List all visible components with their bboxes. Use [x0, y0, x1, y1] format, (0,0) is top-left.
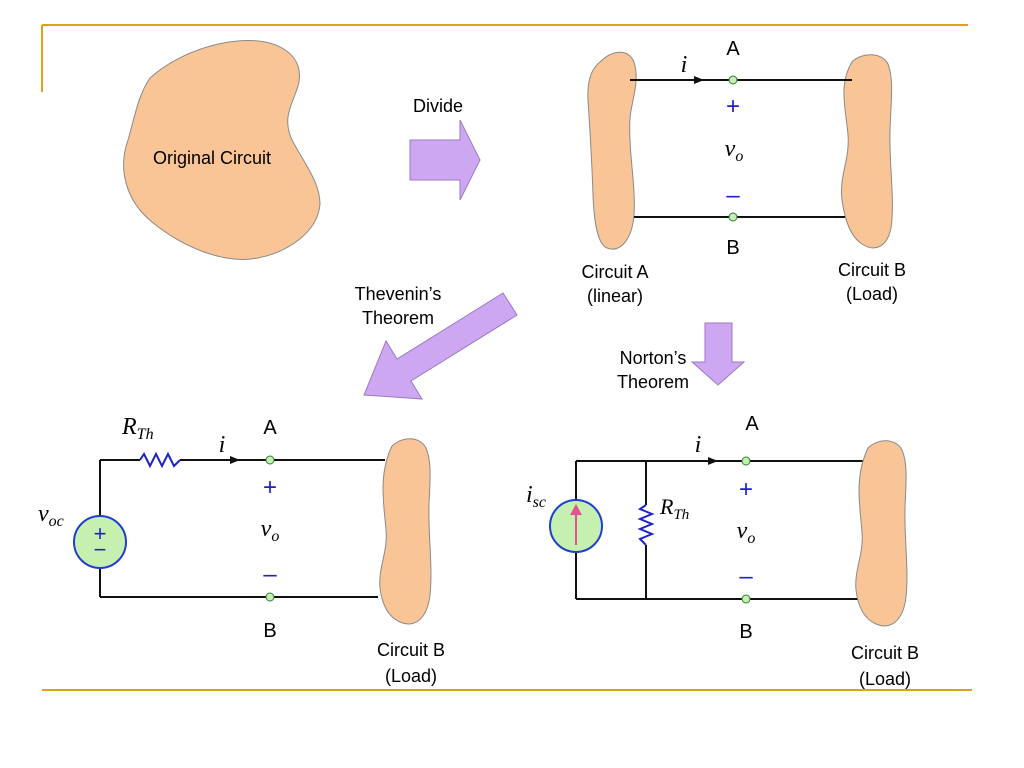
norton-load-label-line2: (Load): [859, 669, 911, 689]
norton-current-label: i: [695, 432, 702, 458]
thevenin-current-label: i: [219, 432, 226, 458]
thevenin-label-line1: Thevenin’s: [355, 284, 442, 304]
circuit-b-label-line1: Circuit B: [838, 260, 906, 280]
block-arrow-icon: [363, 292, 518, 400]
thevenin-circuit: + − RTh voc i A B + – vo Circuit B (Load…: [38, 414, 445, 686]
thevenin-arrow: Thevenin’s Theorem: [355, 284, 518, 400]
thevenin-load-blob: [379, 438, 432, 625]
divided-circuit: i A B + – vo Circuit A (linear) Circuit …: [581, 38, 906, 306]
source-plus-sign: +: [94, 521, 107, 546]
norton-voltage-label: vo: [737, 518, 756, 547]
norton-plus-sign: +: [739, 476, 753, 503]
block-arrow-icon: [409, 119, 481, 201]
current-source-icon: [549, 499, 603, 553]
thevenin-label-line2: Theorem: [362, 308, 434, 328]
source-minus-sign: −: [94, 537, 107, 562]
norton-label-line1: Norton’s: [620, 348, 687, 368]
resistor-icon: [637, 504, 655, 546]
slide-frame: [41, 24, 972, 691]
thevenin-terminal-a: A: [263, 417, 277, 439]
circuit-a-blob: [587, 51, 637, 250]
norton-arrow: Norton’s Theorem: [617, 322, 746, 392]
thevenin-load-label-line1: Circuit B: [377, 640, 445, 660]
circuit-a-label-line1: Circuit A: [581, 262, 648, 282]
thevenin-resistor-label: RTh: [121, 414, 154, 443]
terminal-dot-icon: [728, 212, 738, 222]
divide-arrow: Divide: [409, 96, 481, 201]
thevenin-load-label-line2: (Load): [385, 666, 437, 686]
thevenin-source-label: voc: [38, 501, 64, 530]
norton-load-label-line1: Circuit B: [851, 643, 919, 663]
top-minus-sign: –: [726, 182, 740, 209]
top-terminal-a: A: [726, 38, 740, 60]
top-voltage-label: vo: [725, 136, 744, 165]
thevenin-voltage-label: vo: [261, 516, 280, 545]
top-current-label: i: [681, 52, 688, 78]
norton-load-blob: [855, 440, 908, 627]
original-circuit-blob: Original Circuit: [123, 40, 321, 260]
thevenin-minus-sign: –: [263, 561, 277, 588]
norton-resistor-label: RTh: [659, 494, 689, 523]
norton-minus-sign: –: [739, 563, 753, 590]
terminal-dot-icon: [728, 75, 738, 85]
resistor-icon: [139, 451, 181, 469]
thevenin-terminal-b: B: [263, 620, 276, 642]
top-terminal-b: B: [726, 237, 739, 259]
terminal-dot-icon: [265, 455, 275, 465]
norton-source-label: isc: [526, 482, 546, 511]
terminal-dot-icon: [265, 592, 275, 602]
norton-label-line2: Theorem: [617, 372, 689, 392]
circuit-b-label-line2: (Load): [846, 284, 898, 304]
terminal-dot-icon: [741, 594, 751, 604]
original-circuit-label: Original Circuit: [153, 148, 271, 168]
voltage-source-icon: + −: [73, 515, 127, 569]
norton-terminal-b: B: [739, 621, 752, 643]
norton-terminal-a: A: [745, 413, 759, 435]
terminal-dot-icon: [741, 456, 751, 466]
top-plus-sign: +: [726, 93, 740, 120]
circuit-b-blob: [840, 54, 893, 249]
norton-circuit: isc RTh i A B + – vo Circuit B (Load): [526, 413, 919, 689]
circuit-a-label-line2: (linear): [587, 286, 643, 306]
block-arrow-icon: [690, 322, 746, 386]
divide-label: Divide: [413, 96, 463, 116]
thevenin-plus-sign: +: [263, 474, 277, 501]
